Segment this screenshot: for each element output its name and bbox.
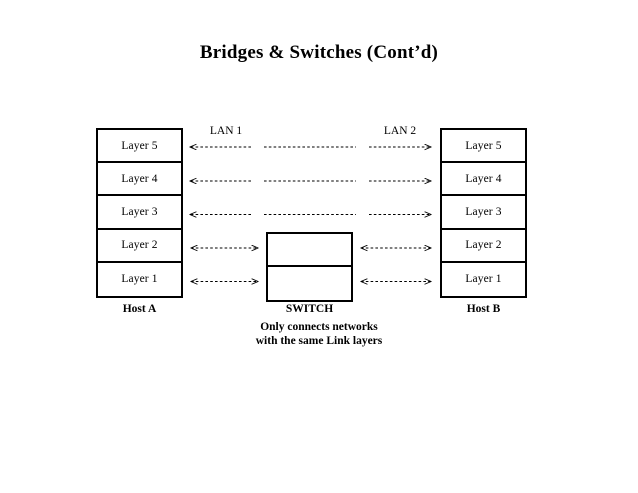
switch-layer-1-cell — [268, 267, 351, 300]
host-a-layer-2: Layer 2 — [98, 230, 181, 263]
host-a-layer-1: Layer 1 — [121, 273, 158, 286]
host-a-layer-4: Layer 4 — [98, 163, 181, 197]
host-b-layer-5: Layer 5 — [442, 130, 525, 164]
switch-layer-2-cell — [268, 234, 351, 267]
host-b-layer-3: Layer 3 — [442, 196, 525, 230]
host-b-stack: Layer 5 Layer 4 Layer 3 Layer 2 Layer 1 — [440, 128, 527, 298]
host-b-layer-2: Layer 2 — [442, 230, 525, 263]
lan-2-label: LAN 2 — [383, 125, 417, 137]
switch-label: SWITCH — [285, 303, 334, 315]
diagram-caption: Only connects networks with the same Lin… — [0, 320, 638, 348]
switch-box — [266, 231, 353, 302]
caption-line-2: with the same Link layers — [255, 335, 383, 347]
caption-line-1: Only connects networks — [260, 321, 378, 333]
host-b-label: Host B — [466, 303, 501, 315]
host-b-layer-4: Layer 4 — [442, 163, 525, 197]
host-b-layer-1: Layer 1 — [465, 273, 502, 286]
host-a-layer-3: Layer 3 — [98, 196, 181, 230]
host-a-label: Host A — [122, 303, 157, 315]
lan-1-label: LAN 1 — [209, 125, 243, 137]
host-a-layer-5: Layer 5 — [98, 130, 181, 164]
page-title: Bridges & Switches (Cont’d) — [199, 42, 439, 63]
host-a-stack: Layer 5 Layer 4 Layer 3 Layer 2 Layer 1 — [96, 128, 183, 298]
